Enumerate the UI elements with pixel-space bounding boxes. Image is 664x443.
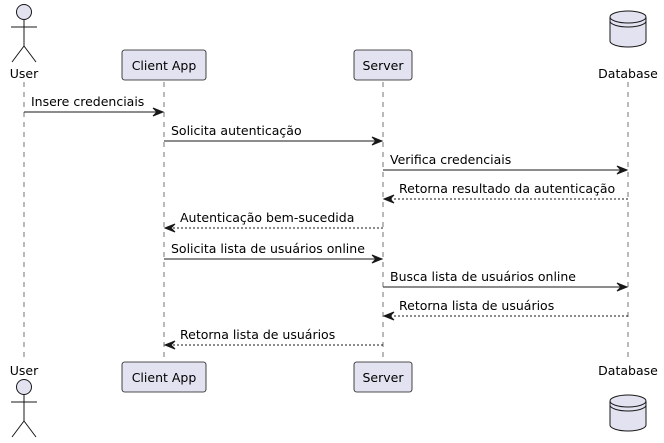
- participant-db-top: Database: [598, 10, 658, 81]
- message-2: Solicita autenticação: [164, 123, 384, 146]
- message-9: Retorna lista de usuários: [163, 327, 383, 350]
- message-label: Retorna resultado da autenticação: [399, 181, 615, 196]
- message-5: Autenticação bem-sucedida: [163, 210, 383, 233]
- arrowhead-icon: [163, 340, 176, 350]
- participant-label: Server: [363, 58, 405, 73]
- message-1: Insere credenciais: [24, 94, 165, 117]
- participant-label: Client App: [132, 58, 197, 73]
- arrowhead-icon: [371, 136, 384, 146]
- participant-label: Client App: [132, 370, 197, 385]
- arrowhead-icon: [616, 165, 629, 175]
- participant-label: Database: [598, 363, 658, 378]
- message-8: Retorna lista de usuários: [382, 298, 628, 321]
- message-label: Solicita lista de usuários online: [171, 241, 365, 256]
- participant-server-bottom: Server: [353, 361, 413, 393]
- message-label: Busca lista de usuários online: [390, 269, 576, 284]
- participant-label: User: [10, 363, 39, 378]
- arrowhead-icon: [371, 254, 384, 264]
- arrowhead-icon: [616, 282, 629, 292]
- message-label: Retorna lista de usuários: [180, 327, 335, 342]
- message-4: Retorna resultado da autenticação: [382, 181, 628, 204]
- participant-client-bottom: Client App: [121, 361, 207, 393]
- message-7: Busca lista de usuários online: [383, 269, 629, 292]
- message-6: Solicita lista de usuários online: [164, 241, 384, 264]
- message-label: Retorna lista de usuários: [399, 298, 554, 313]
- arrowhead-icon: [152, 107, 165, 117]
- message-label: Insere credenciais: [31, 94, 144, 109]
- participant-user-top: User: [10, 4, 39, 81]
- arrowhead-icon: [163, 223, 176, 233]
- participant-client-top: Client App: [121, 49, 207, 81]
- message-label: Solicita autenticação: [171, 123, 302, 138]
- arrowhead-icon: [382, 194, 395, 204]
- participant-label: Database: [598, 66, 658, 81]
- arrowhead-icon: [382, 311, 395, 321]
- participant-server-top: Server: [353, 49, 413, 81]
- participant-user-bottom: User: [10, 363, 39, 438]
- participant-label: Server: [363, 370, 405, 385]
- message-label: Autenticação bem-sucedida: [180, 210, 354, 225]
- message-3: Verifica credenciais: [383, 152, 629, 175]
- participant-db-bottom: Database: [598, 363, 658, 432]
- participant-label: User: [10, 66, 39, 81]
- message-label: Verifica credenciais: [390, 152, 511, 167]
